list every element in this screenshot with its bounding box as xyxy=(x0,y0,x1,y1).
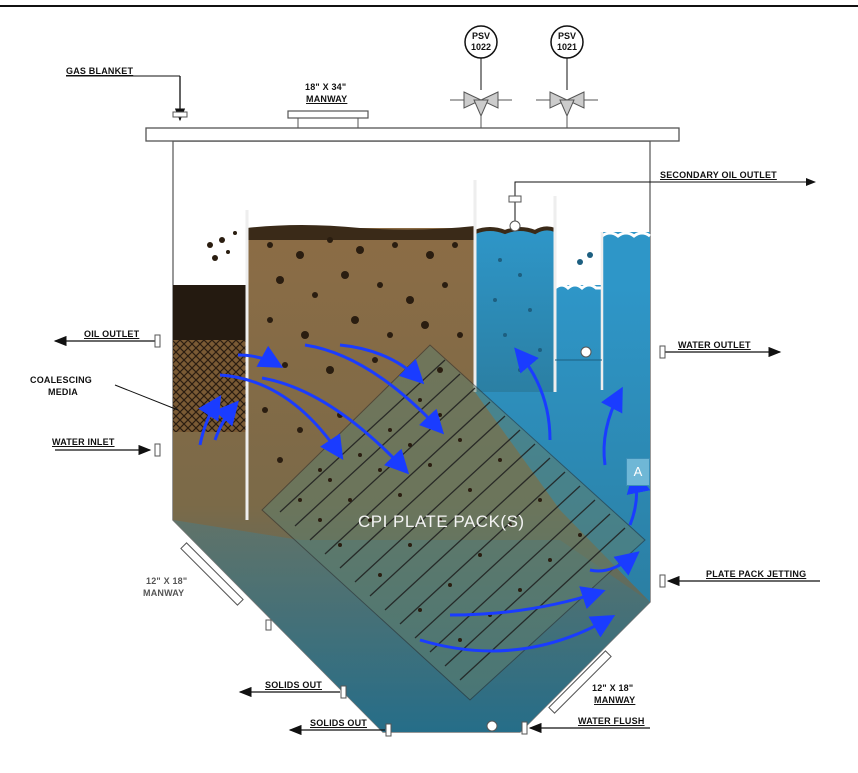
top-manway-flange xyxy=(287,110,369,119)
secondary-oil-outlet-line xyxy=(508,178,816,232)
psv-1021 xyxy=(536,25,598,128)
solids-out-label-1: SOLIDS OUT xyxy=(265,680,323,690)
coalescing-media xyxy=(173,340,247,432)
water-outlet-label: WATER OUTLET xyxy=(678,340,751,350)
psv-1022 xyxy=(450,25,512,128)
oil-skim-surface xyxy=(474,226,556,235)
solids-out-label-2: SOLIDS OUT xyxy=(310,718,368,728)
water-surface-right xyxy=(601,231,651,238)
oil-droplets xyxy=(207,231,463,472)
water-inlet-label: WATER INLET xyxy=(52,437,115,447)
water-outlet-weir-box xyxy=(602,232,650,290)
coalescing-leader xyxy=(114,384,179,411)
section-a-marker: A xyxy=(626,458,650,486)
psv-1022-tag: PSV xyxy=(471,31,490,41)
top-manway-size-label: 18" X 34" xyxy=(305,82,347,92)
oil-outlet-line xyxy=(53,334,161,348)
psv-1021-number: 1021 xyxy=(556,42,578,52)
cpi-plate-pack-label: CPI PLATE PACK(S) xyxy=(358,512,525,531)
coalescing-media-label-line2: MEDIA xyxy=(48,387,78,397)
psv-1022-number: 1022 xyxy=(470,42,492,52)
manway-left xyxy=(180,542,244,606)
oil-scum xyxy=(247,225,475,240)
oil-layer-left xyxy=(173,285,247,340)
solids-out-line-2 xyxy=(288,723,392,737)
plate-pack-jetting-label: PLATE PACK JETTING xyxy=(706,569,807,579)
water-outlet-line xyxy=(580,345,782,359)
right-manway-label: MANWAY xyxy=(594,695,636,705)
manway-right xyxy=(548,650,612,714)
plate-pack-jetting-line xyxy=(659,574,820,588)
secondary-oil-outlet-label: SECONDARY OIL OUTLET xyxy=(660,170,777,180)
psv-1021-tag: PSV xyxy=(557,31,576,41)
clean-water-chamber xyxy=(475,230,555,392)
vessel-top-cover xyxy=(145,127,680,142)
left-manway-size-label: 12" X 18" xyxy=(146,576,188,586)
shell-nozzle-left xyxy=(265,619,272,631)
water-inlet-line xyxy=(55,443,161,457)
top-manway-label: MANWAY xyxy=(306,94,348,104)
flow-arrows xyxy=(198,343,651,653)
oil-outlet-label: OIL OUTLET xyxy=(84,329,140,339)
water-flush-label: WATER FLUSH xyxy=(578,716,645,726)
coalescing-media-label-line1: COALESCING xyxy=(30,375,93,385)
gas-blanket-line xyxy=(66,75,188,122)
right-manway-size-label: 12" X 18" xyxy=(592,683,634,693)
solids-out-line-1 xyxy=(238,685,347,699)
gas-blanket-label: GAS BLANKET xyxy=(66,66,134,76)
left-manway-label: MANWAY xyxy=(143,588,185,598)
water-surface-left xyxy=(554,283,602,291)
water-flush-line xyxy=(486,720,650,735)
